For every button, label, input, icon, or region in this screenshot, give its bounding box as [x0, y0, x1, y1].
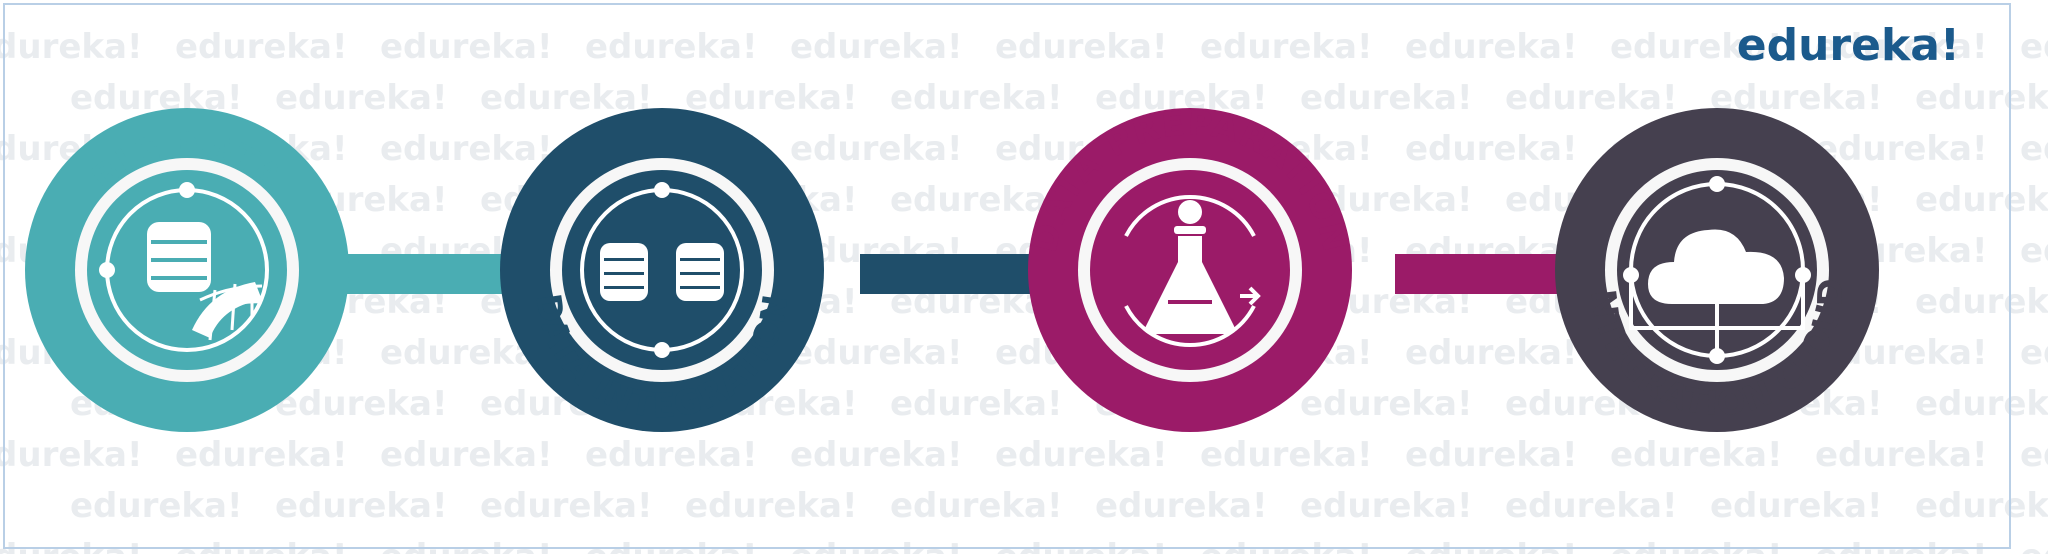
watermark-text: edureka! — [1915, 180, 2048, 220]
database-globe-icon — [147, 222, 263, 341]
watermark-text: edureka! — [685, 78, 858, 118]
watermark-text: edureka! — [1300, 78, 1473, 118]
watermark-text: edureka! — [995, 435, 1168, 475]
step-data-integration: DATA INTEGRATION — [500, 108, 824, 432]
watermark-text: edureka! — [1405, 333, 1578, 373]
watermark-text: edureka! — [685, 486, 858, 526]
step-big-data: BIG DATA — [25, 108, 349, 432]
watermark-text: edureka! — [1405, 537, 1578, 554]
watermark-text: edureka! — [0, 27, 143, 67]
watermark-text: edureka! — [585, 435, 758, 475]
watermark-text: edureka! — [2020, 27, 2048, 67]
edureka-logo: edureka! — [1737, 20, 1960, 71]
watermark-text: edureka! — [1405, 129, 1578, 169]
watermark-text: edureka! — [1915, 78, 2048, 118]
watermark-text: edureka! — [1915, 486, 2048, 526]
watermark-text: edureka! — [2020, 333, 2048, 373]
orbit-node — [1709, 176, 1725, 192]
watermark-text: edureka! — [0, 435, 143, 475]
watermark-text: edureka! — [1200, 435, 1373, 475]
watermark-text: edureka! — [275, 486, 448, 526]
watermark-text: edureka! — [890, 384, 1063, 424]
watermark-text: edureka! — [790, 333, 963, 373]
watermark-text: edureka! — [790, 129, 963, 169]
watermark-text: edureka! — [0, 537, 143, 554]
watermark-text: edureka! — [1405, 435, 1578, 475]
watermark-text: edureka! — [1300, 384, 1473, 424]
watermark-text: edureka! — [1300, 486, 1473, 526]
watermark-text: edureka! — [175, 27, 348, 67]
watermark-text: edureka! — [1710, 486, 1883, 526]
watermark-text: edureka! — [1815, 27, 1988, 67]
watermark-text: edureka! — [2020, 129, 2048, 169]
watermark-text: edureka! — [380, 435, 553, 475]
arrow-right-icon — [1240, 286, 1261, 306]
watermark-text: edureka! — [1610, 435, 1783, 475]
watermark-text: edureka! — [275, 78, 448, 118]
watermark-text: edureka! — [790, 435, 963, 475]
watermark-text: edureka! — [2020, 231, 2048, 271]
watermark-text: edureka! — [2020, 435, 2048, 475]
watermark-text: edureka! — [480, 486, 653, 526]
orbit-node — [179, 182, 195, 198]
step-core — [562, 170, 762, 370]
watermark-text: edureka! — [380, 537, 553, 554]
watermark-text: edureka! — [480, 78, 653, 118]
watermark-text: edureka! — [995, 27, 1168, 67]
watermark-text: edureka! — [1095, 486, 1268, 526]
watermark-text: edureka! — [1915, 282, 2048, 322]
watermark-text: edureka! — [1915, 384, 2048, 424]
watermark-text: edureka! — [890, 486, 1063, 526]
watermark-text: edureka! — [1200, 537, 1373, 554]
watermark-text: edureka! — [70, 486, 243, 526]
watermark-text: edureka! — [1815, 435, 1988, 475]
watermark-text: edureka! — [380, 27, 553, 67]
watermark-text: edureka! — [585, 27, 758, 67]
watermark-text: edureka! — [175, 435, 348, 475]
database-sync-icon — [600, 243, 724, 301]
watermark-text: edureka! — [1610, 537, 1783, 554]
watermark-text: edureka! — [1505, 486, 1678, 526]
orbit-node — [99, 262, 115, 278]
orbit-node — [654, 182, 670, 198]
watermark-text: edureka! — [2020, 537, 2048, 554]
image-border — [3, 3, 2011, 549]
watermark-text: edureka! — [790, 27, 963, 67]
watermark-text: edureka! — [585, 537, 758, 554]
watermark-text: edureka! — [995, 537, 1168, 554]
cycle-arc — [1124, 195, 1256, 237]
watermark-text: edureka! — [1610, 27, 1783, 67]
step-data-preparation: DATA PREPARATION — [1025, 104, 1354, 432]
watermark-text: edureka! — [790, 537, 963, 554]
watermark-text: edureka! — [275, 384, 448, 424]
watermark-text: edureka! — [1815, 129, 1988, 169]
watermark-text: edureka! — [1815, 537, 1988, 554]
watermark-text: edureka! — [175, 537, 348, 554]
cloud-network-icon — [1629, 229, 1805, 356]
watermark-text: edureka! — [1200, 27, 1373, 67]
watermark-text: edureka! — [380, 129, 553, 169]
orbit-node — [654, 342, 670, 358]
watermark-text: edureka! — [890, 78, 1063, 118]
watermark-text: edureka! — [1405, 27, 1578, 67]
watermark-text: edureka! — [1505, 78, 1678, 118]
watermark-text: edureka! — [890, 180, 1063, 220]
cycle-arc — [1124, 305, 1256, 347]
flask-icon — [1144, 200, 1236, 334]
